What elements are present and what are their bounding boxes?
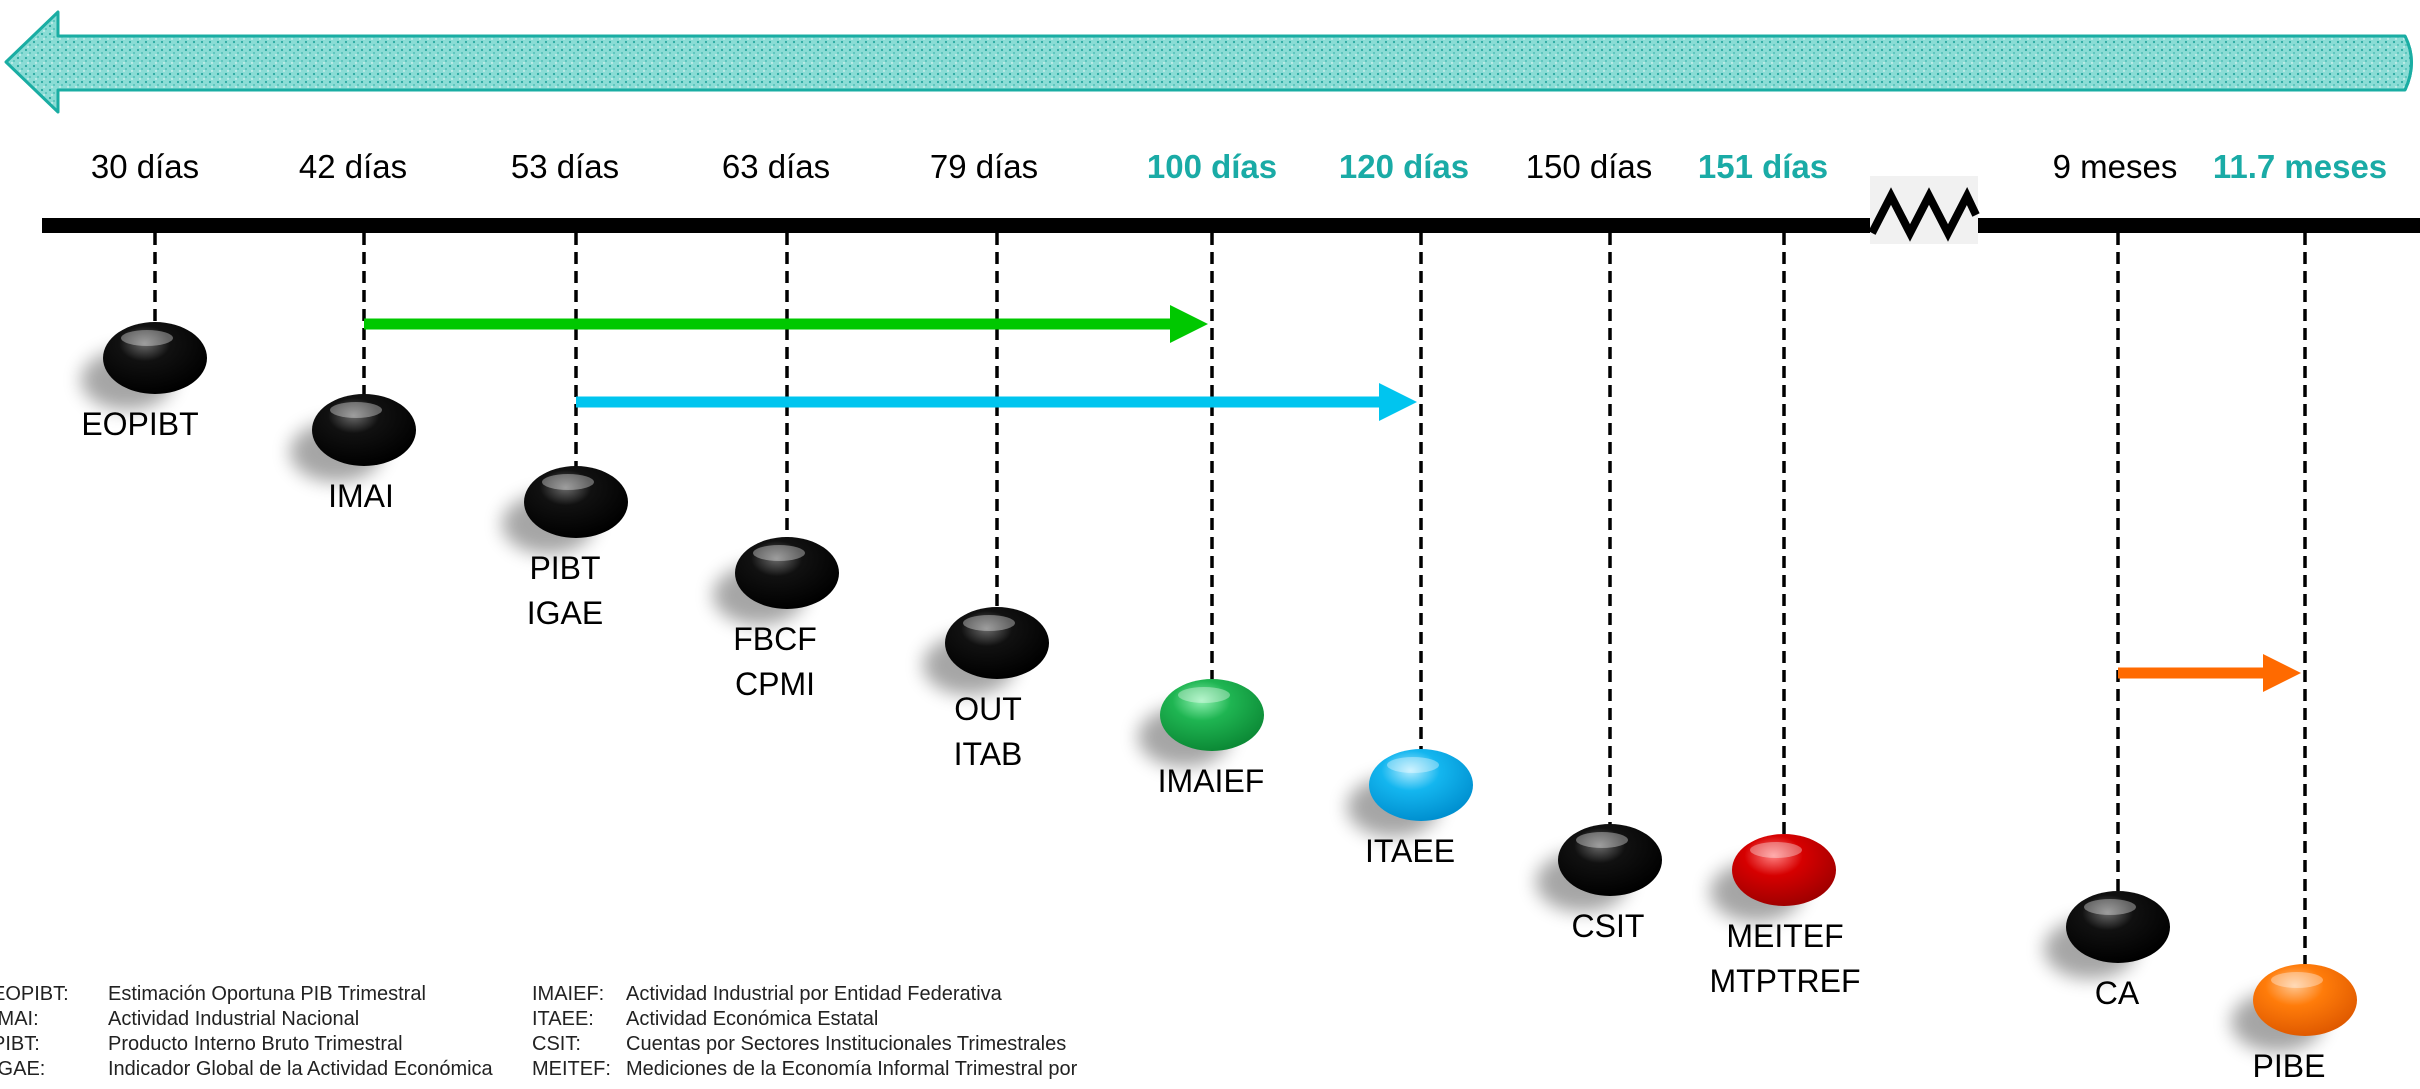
node-highlight	[1576, 832, 1628, 848]
timeline-node	[735, 537, 839, 609]
node-label: CPMI	[735, 666, 815, 702]
glossary-abbreviation: IMAI:	[0, 1008, 39, 1030]
glossary-description: Indicador Global de la Actividad Económi…	[108, 1058, 493, 1080]
node-label: MTPTREF	[1709, 963, 1860, 999]
timeline-bar	[42, 218, 2420, 233]
glossary-left: EOPIBT: Estimación Oportuna PIB Trimestra…	[0, 982, 512, 1089]
node-highlight	[542, 474, 594, 490]
node-highlight	[753, 545, 805, 561]
glossary-description: Cuentas por Sectores Institucionales Tri…	[626, 1033, 1067, 1055]
tick-label: 9 meses	[2053, 148, 2178, 185]
glossary-description: Actividad Económica Estatal	[626, 1008, 879, 1030]
timeline-node	[103, 322, 207, 394]
glossary-abbreviation: CSIT:	[532, 1033, 581, 1055]
node-highlight	[1750, 842, 1802, 858]
node-label: MEITEF	[1726, 918, 1843, 954]
node-highlight	[1178, 687, 1230, 703]
timeline-node	[1732, 834, 1836, 906]
timeline-node	[2253, 964, 2357, 1036]
node-label: IMAI	[328, 478, 394, 514]
timeline-node	[524, 466, 628, 538]
node-label: PIBE	[2253, 1048, 2326, 1084]
tick-label: 79 días	[930, 148, 1038, 185]
node-label: IMAIEF	[1158, 763, 1265, 799]
tick-label: 120 días	[1339, 148, 1469, 185]
tick-label: 30 días	[91, 148, 199, 185]
tick-label: 63 días	[722, 148, 830, 185]
glossary-description: Actividad Industrial Nacional	[108, 1008, 360, 1030]
node-label: OUT	[954, 691, 1022, 727]
timeline-node	[1369, 749, 1473, 821]
direction-arrow-shape	[4, 10, 2413, 114]
node-label: EOPIBT	[81, 406, 198, 442]
glossary-abbreviation: IMAIEF:	[532, 983, 605, 1005]
glossary-description: Mediciones de la Economía Informal Trime…	[626, 1058, 1078, 1080]
timeline-node	[1160, 679, 1264, 751]
connector-arrowhead	[1170, 305, 1208, 343]
tick-label: 151 días	[1698, 148, 1828, 185]
connector-arrowhead	[1379, 383, 1417, 421]
node-highlight	[2271, 972, 2323, 988]
timeline-node	[312, 394, 416, 466]
node-highlight	[121, 330, 173, 346]
connector-arrowhead	[2263, 654, 2301, 692]
node-label: CA	[2095, 975, 2140, 1011]
node-label: ITAEE	[1365, 833, 1455, 869]
node-highlight	[330, 402, 382, 418]
node-highlight	[2084, 899, 2136, 915]
timeline-node	[1558, 824, 1662, 896]
tick-label: 100 días	[1147, 148, 1277, 185]
glossary-description: Estimación Oportuna PIB Trimestral	[108, 983, 426, 1005]
node-label: IGAE	[527, 595, 603, 631]
node-label: ITAB	[954, 736, 1023, 772]
node-label: FBCF	[733, 621, 817, 657]
glossary-abbreviation: ITAEE:	[532, 1008, 594, 1030]
glossary-abbreviation: MEITEF:	[532, 1058, 611, 1080]
glossary-abbreviation: PIBT:	[0, 1033, 40, 1055]
node-highlight	[963, 615, 1015, 631]
node-highlight	[1387, 757, 1439, 773]
glossary-abbreviation: EOPIBT:	[0, 983, 69, 1005]
tick-label: 42 días	[299, 148, 407, 185]
tick-label: 11.7 meses	[2213, 148, 2387, 185]
glossary-description: Actividad Industrial por Entidad Federat…	[626, 983, 1002, 1005]
tick-label: 150 días	[1526, 148, 1653, 185]
node-label: CSIT	[1572, 908, 1645, 944]
glossary-description: Producto Interno Bruto Trimestral	[108, 1033, 403, 1055]
axis-break-symbol	[1868, 176, 1980, 244]
timeline-node	[2066, 891, 2170, 963]
glossary-right: IMAIEF: Actividad Industrial por Entidad …	[532, 982, 1132, 1089]
node-label: PIBT	[529, 550, 600, 586]
tick-label: 53 días	[511, 148, 619, 185]
timeline-node	[945, 607, 1049, 679]
arrow-tail-cap	[2403, 35, 2413, 91]
glossary-abbreviation: IGAE:	[0, 1058, 46, 1080]
